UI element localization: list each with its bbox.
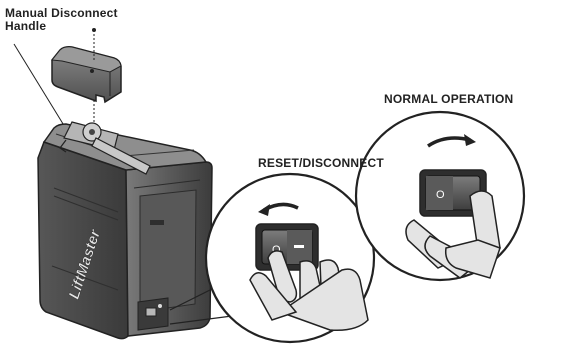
normal-switch-on-symbol: O bbox=[436, 189, 445, 201]
normal-callout: O bbox=[354, 110, 526, 282]
handle-label: Manual Disconnect Handle bbox=[5, 7, 118, 33]
reset-label: RESET/DISCONNECT bbox=[258, 156, 384, 170]
normal-label: NORMAL OPERATION bbox=[384, 92, 514, 106]
handle-label-line1: Manual Disconnect bbox=[5, 6, 118, 20]
screw-alignment-line bbox=[92, 28, 96, 128]
reset-switch-on-symbol: O bbox=[272, 244, 281, 256]
callout-lines bbox=[169, 287, 233, 325]
handle-leader-line bbox=[13, 43, 69, 133]
operator-unit bbox=[37, 123, 213, 340]
handle-label-line2: Handle bbox=[5, 19, 47, 33]
manual-disconnect-handle bbox=[59, 121, 151, 175]
hand-icon bbox=[405, 190, 501, 279]
handle-cover bbox=[51, 46, 122, 104]
reset-switch-off-symbol bbox=[294, 245, 304, 248]
hand-icon bbox=[249, 250, 369, 332]
reset-callout: O bbox=[204, 172, 376, 344]
